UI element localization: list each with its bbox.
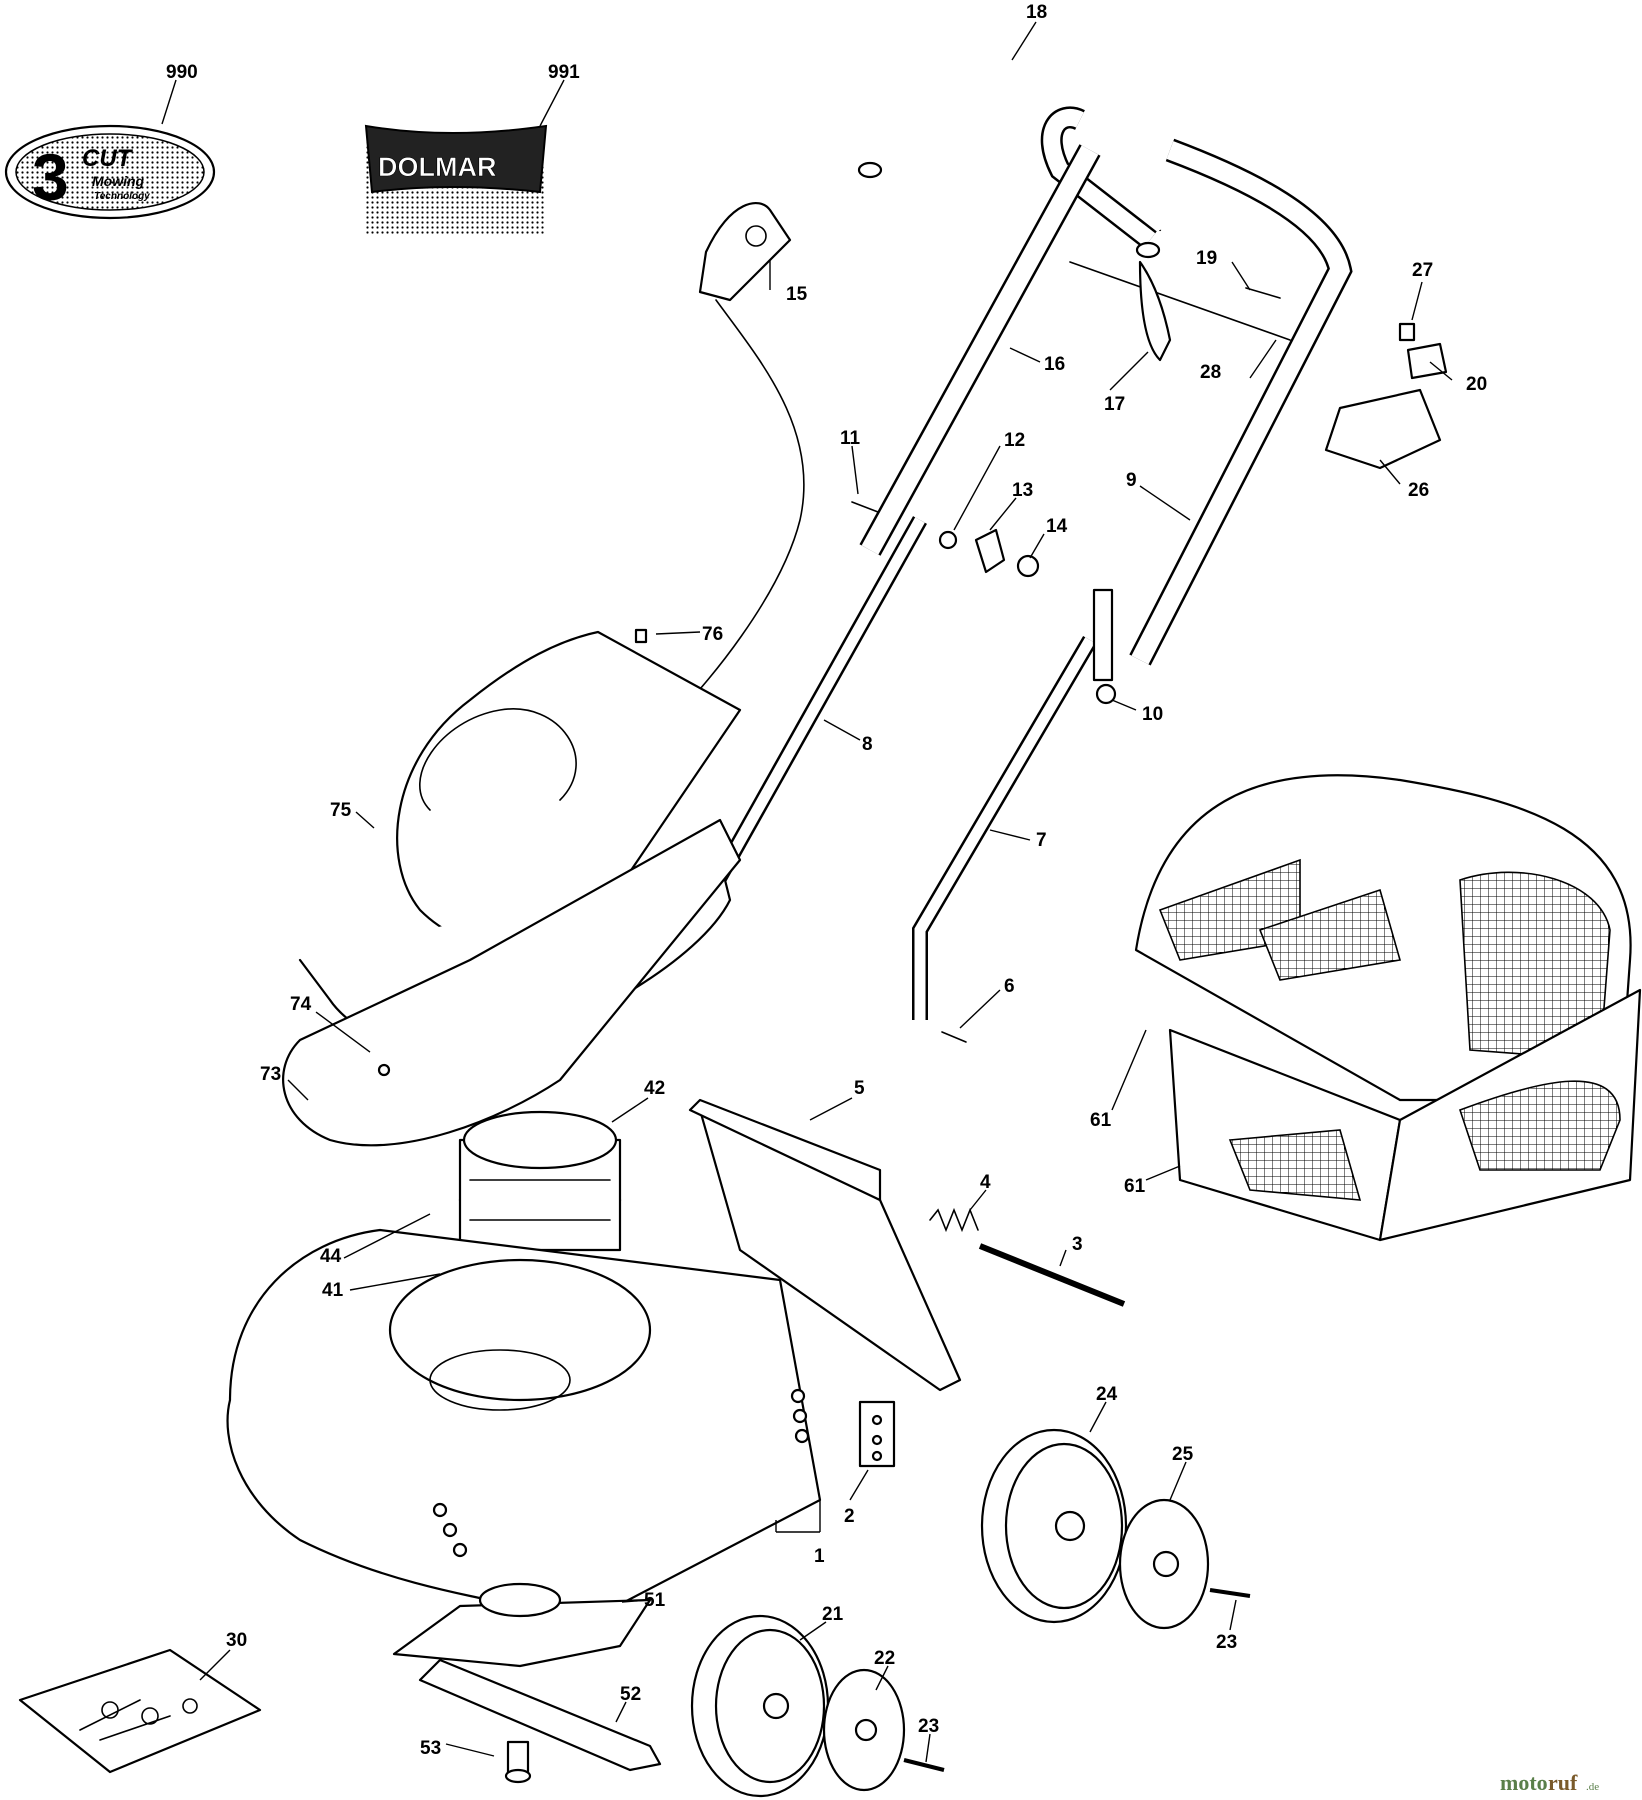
callout-16: 16 — [1044, 354, 1065, 375]
hardware-bag — [18, 1648, 262, 1774]
callout-74: 74 — [290, 994, 312, 1015]
callout-14: 14 — [1046, 516, 1068, 537]
fan-blade — [392, 1582, 662, 1784]
callout-990: 990 — [166, 62, 198, 83]
callout-13: 13 — [1012, 480, 1033, 501]
decal-3cut-line3: Technology — [94, 191, 150, 202]
deck-housing — [226, 1228, 822, 1622]
callout-76: 76 — [702, 624, 723, 645]
grass-box — [1134, 774, 1642, 1242]
callout-61-bottom: 61 — [1124, 1176, 1146, 1197]
callout-23-front: 23 — [918, 1716, 939, 1737]
wheel-front — [690, 1614, 945, 1798]
callout-52: 52 — [620, 1684, 641, 1705]
clip — [858, 1400, 896, 1468]
callout-2: 2 — [844, 1506, 855, 1527]
callout-21: 21 — [822, 1604, 844, 1625]
wheel-rear — [980, 1428, 1251, 1630]
callout-61-top: 61 — [1090, 1110, 1112, 1131]
callout-10: 10 — [1142, 704, 1163, 725]
callout-26: 26 — [1408, 480, 1429, 501]
callout-27: 27 — [1412, 260, 1433, 281]
watermark-suffix: .de — [1586, 1781, 1599, 1793]
callout-23-rear: 23 — [1216, 1632, 1237, 1653]
callout-22: 22 — [874, 1648, 895, 1669]
decal-dolmar-brand: DOLMAR — [378, 152, 496, 182]
callout-1: 1 — [814, 1546, 825, 1567]
hardware-parts — [634, 260, 1448, 1043]
callout-75: 75 — [330, 800, 352, 821]
decal-3cut-line2: Mowing — [92, 173, 145, 189]
callout-19: 19 — [1196, 248, 1217, 269]
decal-3cut-digit: 3 — [32, 140, 69, 214]
decal-dolmar: DOLMAR — [364, 124, 548, 234]
callout-9: 9 — [1126, 470, 1137, 491]
watermark: moto ruf .de — [1500, 1770, 1599, 1795]
callout-73: 73 — [260, 1064, 281, 1085]
motor — [458, 1110, 622, 1252]
callout-6: 6 — [1004, 976, 1015, 997]
rear-flap — [688, 1098, 962, 1392]
callout-53: 53 — [420, 1738, 441, 1759]
callout-18: 18 — [1026, 2, 1047, 23]
callout-5: 5 — [854, 1078, 865, 1099]
callout-41: 41 — [322, 1280, 344, 1301]
callout-17: 17 — [1104, 394, 1125, 415]
watermark-part2: ruf — [1548, 1770, 1578, 1795]
top-cover — [282, 630, 742, 1147]
callout-28: 28 — [1200, 362, 1221, 383]
handle-frame — [859, 138, 1353, 666]
callout-4: 4 — [980, 1172, 991, 1193]
watermark-part1: moto — [1500, 1770, 1548, 1795]
callout-labels: 990 991 18 15 19 27 16 17 28 20 26 11 12… — [166, 2, 1487, 1759]
callout-15: 15 — [786, 284, 808, 305]
callout-991: 991 — [548, 62, 580, 83]
spring-axle — [929, 1207, 1126, 1307]
callout-12: 12 — [1004, 430, 1025, 451]
callout-7: 7 — [1036, 830, 1047, 851]
decal-3cut-word: CUT — [82, 145, 134, 172]
lower-handles — [711, 516, 1097, 1020]
callout-3: 3 — [1072, 1234, 1083, 1255]
callout-11: 11 — [840, 428, 861, 449]
callout-51: 51 — [644, 1590, 666, 1611]
callout-44: 44 — [320, 1246, 342, 1267]
leader-lines — [161, 21, 1453, 1763]
callout-25: 25 — [1172, 1444, 1194, 1465]
upper-handle — [852, 31, 1169, 259]
callout-24: 24 — [1096, 1384, 1118, 1405]
callout-30: 30 — [226, 1630, 247, 1651]
switch-box — [689, 202, 805, 701]
decal-3cut: 3 CUT Mowing Technology — [4, 124, 216, 220]
callout-20: 20 — [1466, 374, 1487, 395]
callout-8: 8 — [862, 734, 873, 755]
callout-42: 42 — [644, 1078, 665, 1099]
